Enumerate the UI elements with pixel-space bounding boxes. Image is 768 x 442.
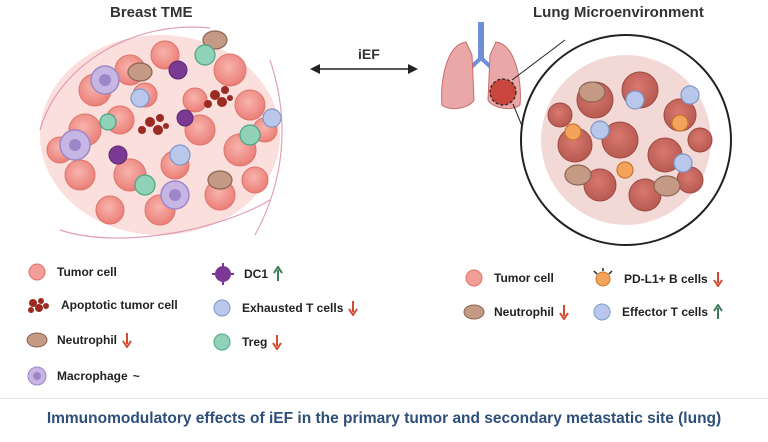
legend-label: Tumor cell: [494, 271, 554, 285]
down-arrow-icon: [559, 305, 569, 320]
ief-label: iEF: [358, 46, 380, 62]
legend-lung-tumor-cell: Tumor cell: [462, 268, 554, 288]
legend-label: Neutrophil: [494, 305, 554, 319]
legend-treg: Treg: [210, 332, 290, 352]
legend-pdl1-b-cells: PD-L1+ B cells: [590, 268, 731, 290]
effector-t-cell-icon: [593, 303, 611, 321]
legend-label: DC1: [244, 267, 269, 281]
macrophage-trend: ~: [132, 369, 140, 383]
legend-label: Neutrophil: [57, 333, 117, 347]
legend-apoptotic-tumor-cell: Apoptotic tumor cell: [25, 295, 178, 315]
pdl1-b-cell-icon: [593, 268, 613, 287]
neutrophil-icon: [463, 304, 485, 320]
legend-effector-t-cells: Effector T cells: [590, 302, 731, 322]
legend-lung-neutrophil: Neutrophil: [462, 302, 577, 322]
tumor-cell-icon: [28, 263, 46, 281]
macrophage-icon: [27, 366, 47, 386]
up-arrow-icon: [273, 266, 283, 281]
down-arrow-icon: [348, 301, 359, 316]
illustration: [39, 22, 732, 246]
lung-microenvironment-zoom: [520, 34, 732, 246]
legend-macrophage: Macrophage ~: [25, 364, 140, 388]
legend-tumor-cell: Tumor cell: [25, 262, 117, 282]
breast-tme-title: Breast TME: [110, 4, 193, 21]
legend-exhausted-t-cells: Exhausted T cells: [210, 298, 366, 318]
up-arrow-icon: [713, 304, 723, 319]
legend-label: PD-L1+ B cells: [624, 272, 708, 286]
exhausted-t-cell-icon: [213, 299, 231, 317]
figure-caption: Immunomodulatory effects of iEF in the p…: [46, 410, 722, 427]
legend-label: Effector T cells: [622, 305, 709, 319]
legend-neutrophil: Neutrophil: [25, 330, 140, 350]
tumor-cell-icon: [465, 269, 483, 287]
legend-label: Apoptotic tumor cell: [61, 298, 178, 312]
down-arrow-icon: [122, 333, 132, 348]
lungs-illustration: [441, 22, 566, 171]
apoptotic-cell-icon: [28, 298, 49, 313]
legend-dc1: DC1: [210, 262, 291, 286]
ief-double-arrow: [310, 64, 418, 74]
treg-icon: [213, 333, 231, 351]
lung-microenvironment-title: Lung Microenvironment: [533, 4, 704, 21]
down-arrow-icon: [712, 272, 723, 287]
down-arrow-icon: [272, 335, 283, 350]
neutrophil-icon: [26, 332, 48, 348]
legend-label: Exhausted T cells: [242, 301, 344, 315]
legend-label: Treg: [242, 335, 268, 349]
footer-divider: [0, 398, 768, 399]
legend-label: Macrophage: [57, 369, 128, 383]
dc1-icon: [212, 263, 234, 285]
breast-tme-mass: [39, 26, 283, 239]
legend-label: Tumor cell: [57, 265, 117, 279]
